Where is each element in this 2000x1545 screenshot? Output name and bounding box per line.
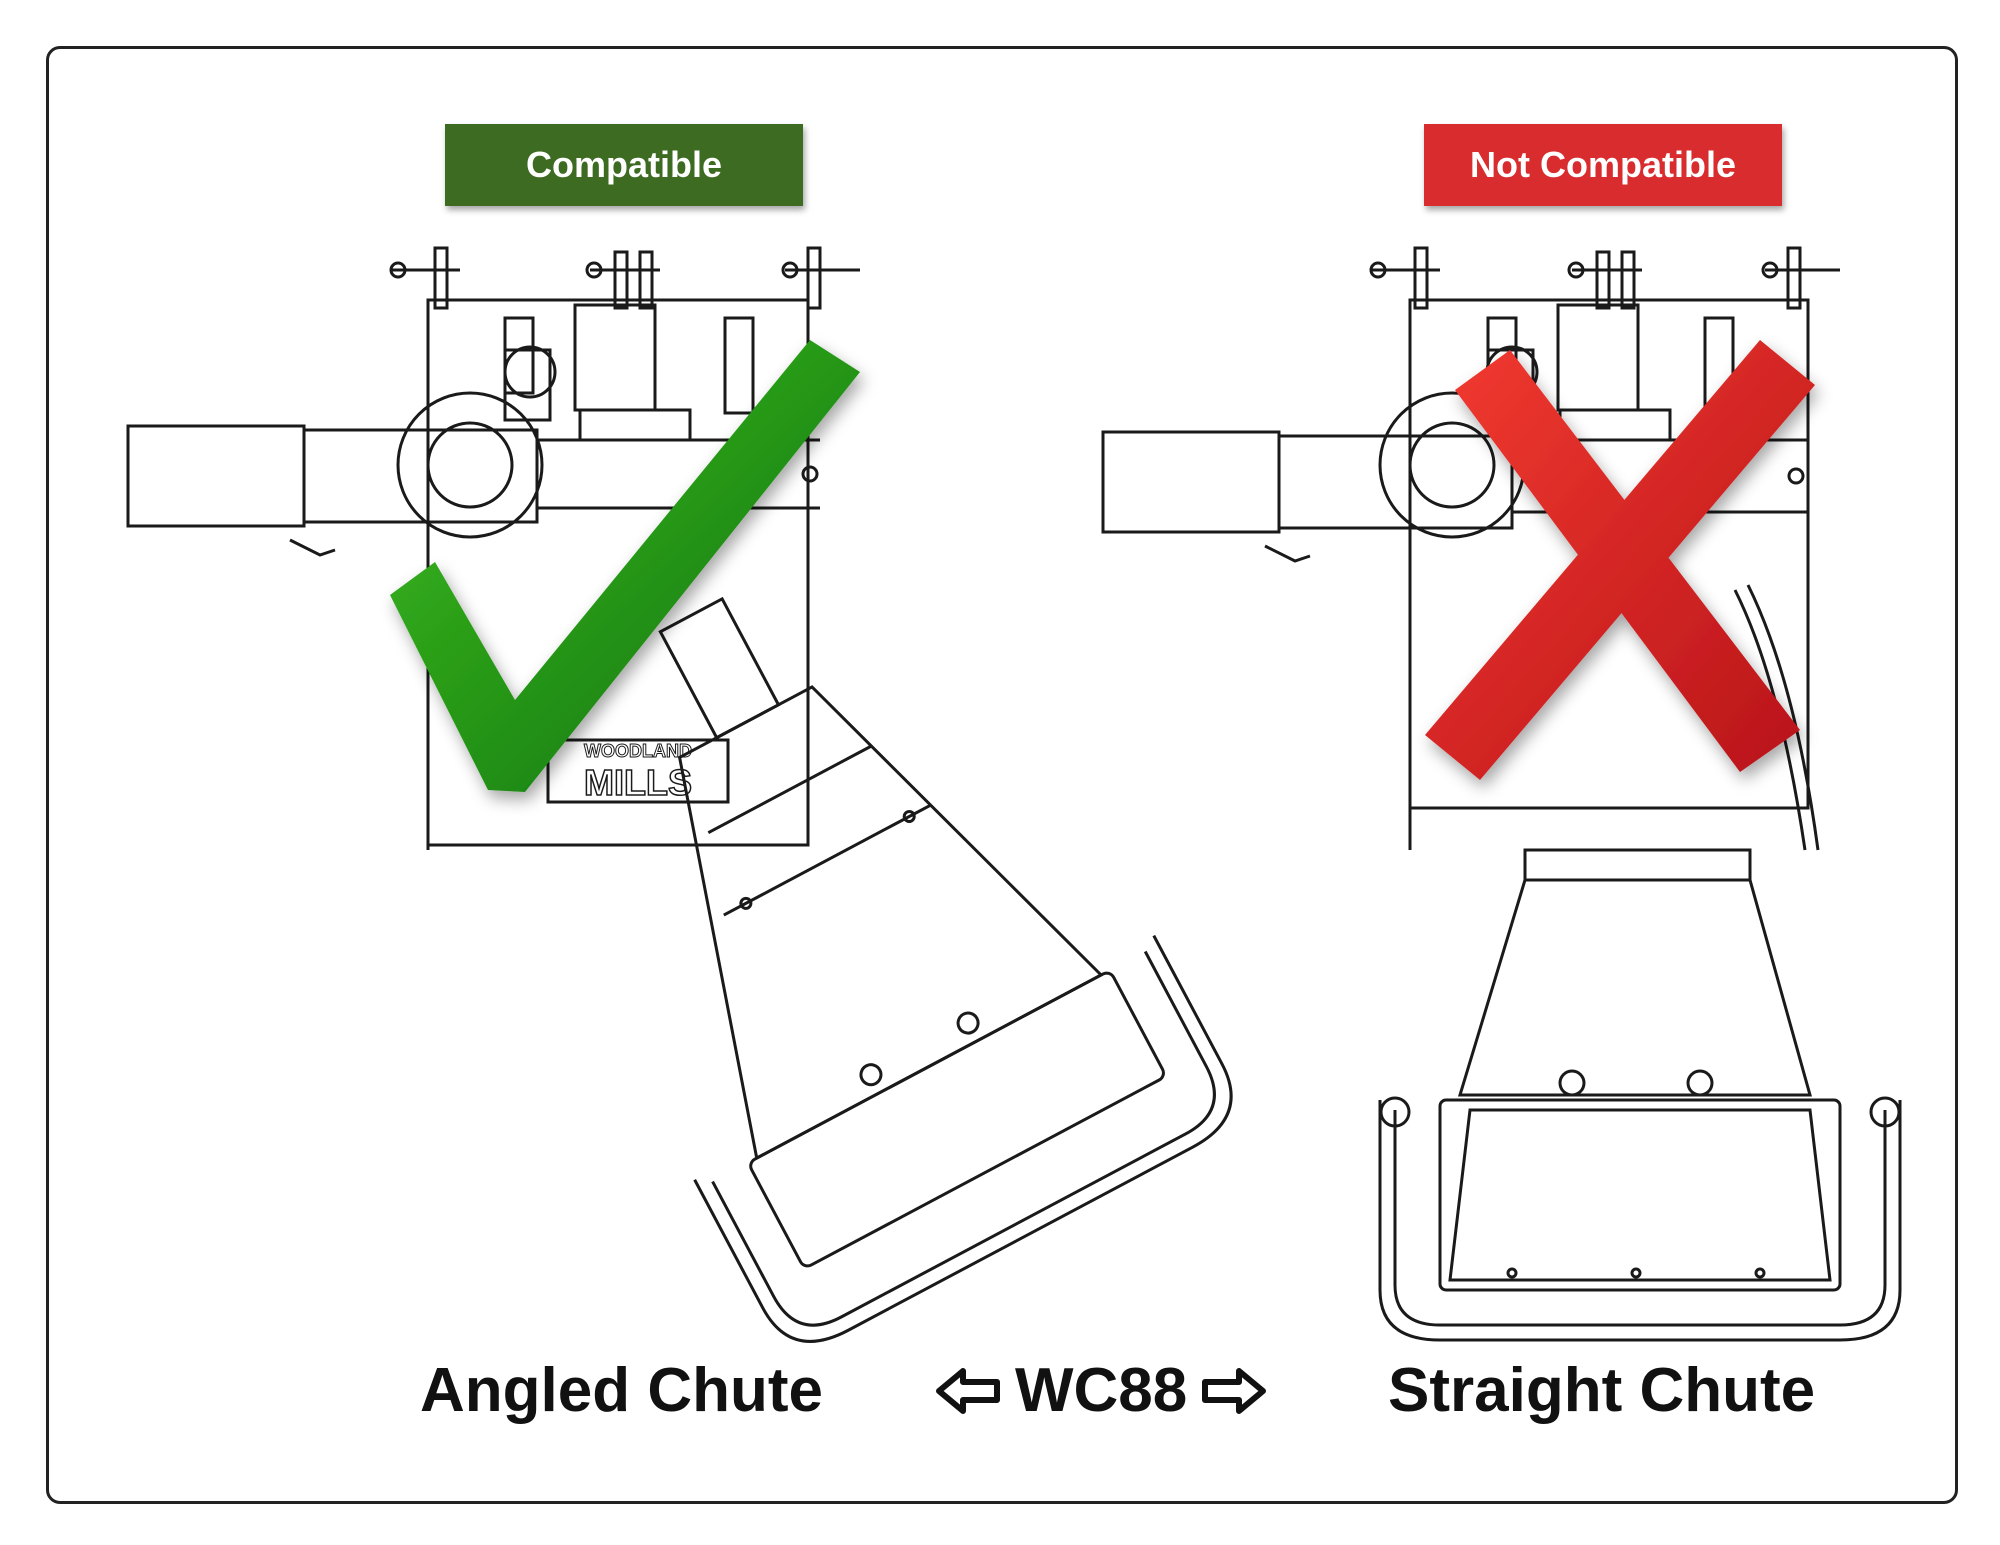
compatible-badge: Compatible (445, 124, 803, 206)
hollow-left-arrow-icon (936, 1367, 1000, 1414)
left-angled-chute (658, 596, 1233, 1343)
left-brand-text: WOODLAND (584, 741, 692, 761)
right-straight-chute (1378, 848, 1902, 1342)
left-top-pins (389, 246, 860, 310)
right-machine-drawing (1101, 246, 1902, 1342)
checkmark-icon (390, 340, 860, 792)
not-compatible-badge: Not Compatible (1424, 124, 1782, 206)
left-flywheel (396, 391, 544, 539)
model-caption: WC88 (935, 1355, 1267, 1426)
left-brand-subtext: MILLS (584, 762, 692, 803)
x-cross-icon (1425, 340, 1815, 780)
model-name: WC88 (1015, 1356, 1188, 1425)
right-top-pins (1369, 246, 1840, 310)
diagram-frame (46, 46, 1958, 1504)
angled-chute-caption: Angled Chute (420, 1356, 823, 1425)
straight-chute-caption: Straight Chute (1388, 1356, 1816, 1425)
right-infeed (1101, 430, 1281, 534)
hollow-right-arrow-icon (1202, 1367, 1267, 1414)
left-infeed (126, 424, 306, 528)
left-brand-plate (546, 738, 730, 804)
left-machine-drawing (126, 246, 1233, 1343)
